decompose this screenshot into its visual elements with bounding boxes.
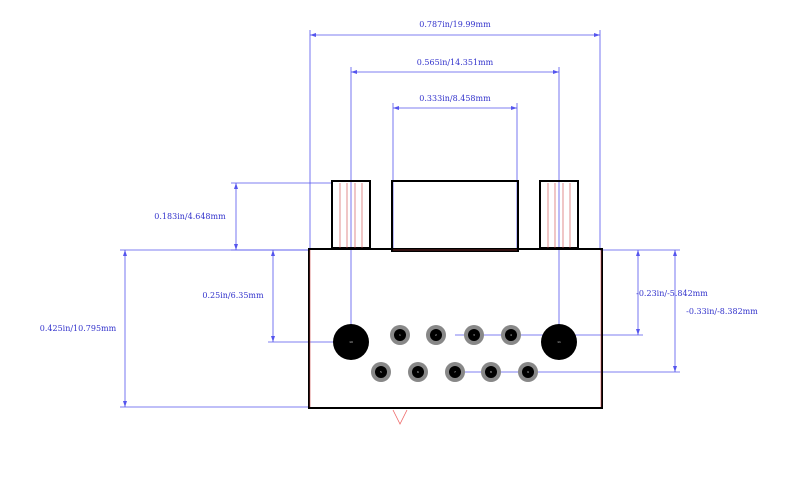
svg-text:5: 5 bbox=[380, 370, 382, 374]
dim-shell-width-label: 0.333in/8.458mm bbox=[419, 94, 491, 103]
svg-text:4: 4 bbox=[510, 333, 512, 337]
pad-pin-1: 1 bbox=[390, 325, 410, 345]
pad-pin-3: 3 bbox=[464, 325, 484, 345]
dim-tab-height-label: 0.183in/4.648mm bbox=[154, 212, 226, 221]
right-mount-tab bbox=[539, 180, 579, 249]
pad-pin-5: 5 bbox=[371, 362, 391, 382]
pin1-marker bbox=[392, 409, 408, 425]
svg-text:11: 11 bbox=[557, 340, 561, 344]
pad-pin-2: 2 bbox=[426, 325, 446, 345]
dim-overall-height-label: 0.425in/10.795mm bbox=[40, 324, 117, 333]
dim-mount-spacing: 0.565in/14.351mm bbox=[350, 58, 560, 342]
dim-row1-offset-label: -0.23in/-5.842mm bbox=[636, 289, 708, 298]
svg-text:10: 10 bbox=[349, 340, 353, 344]
dim-overall-width: 0.787in/19.99mm bbox=[309, 20, 601, 248]
svg-text:8: 8 bbox=[490, 370, 492, 374]
pad-pin-8: 8 bbox=[481, 362, 501, 382]
dim-mount-spacing-label: 0.565in/14.351mm bbox=[417, 58, 494, 67]
svg-text:7: 7 bbox=[454, 370, 456, 374]
dim-mount-offset: 0.25in/6.35mm bbox=[202, 250, 351, 343]
center-shell bbox=[391, 180, 519, 252]
pad-pin-6: 6 bbox=[408, 362, 428, 382]
connector-body bbox=[308, 248, 603, 409]
dim-overall-height: 0.425in/10.795mm bbox=[40, 249, 310, 408]
mount-hole-right: 11 bbox=[541, 324, 577, 360]
dim-shell-width: 0.333in/8.458mm bbox=[392, 94, 518, 250]
svg-text:9: 9 bbox=[527, 370, 529, 374]
dim-row2-offset: -0.33in/-8.382mm bbox=[455, 249, 758, 373]
svg-text:1: 1 bbox=[399, 333, 401, 337]
dim-mount-offset-label: 0.25in/6.35mm bbox=[202, 291, 264, 300]
left-mount-tab bbox=[331, 180, 371, 249]
svg-text:6: 6 bbox=[417, 370, 419, 374]
dim-row2-offset-label: -0.33in/-8.382mm bbox=[686, 307, 758, 316]
dim-row1-offset: -0.23in/-5.842mm bbox=[455, 249, 708, 336]
dim-tab-height: 0.183in/4.648mm bbox=[154, 182, 331, 251]
pad-pin-4: 4 bbox=[501, 325, 521, 345]
svg-text:3: 3 bbox=[473, 333, 475, 337]
dim-overall-width-label: 0.787in/19.99mm bbox=[419, 20, 491, 29]
pad-pin-9: 9 bbox=[518, 362, 538, 382]
svg-text:2: 2 bbox=[435, 333, 437, 337]
mount-hole-left: 10 bbox=[333, 324, 369, 360]
pad-pin-7: 7 bbox=[445, 362, 465, 382]
